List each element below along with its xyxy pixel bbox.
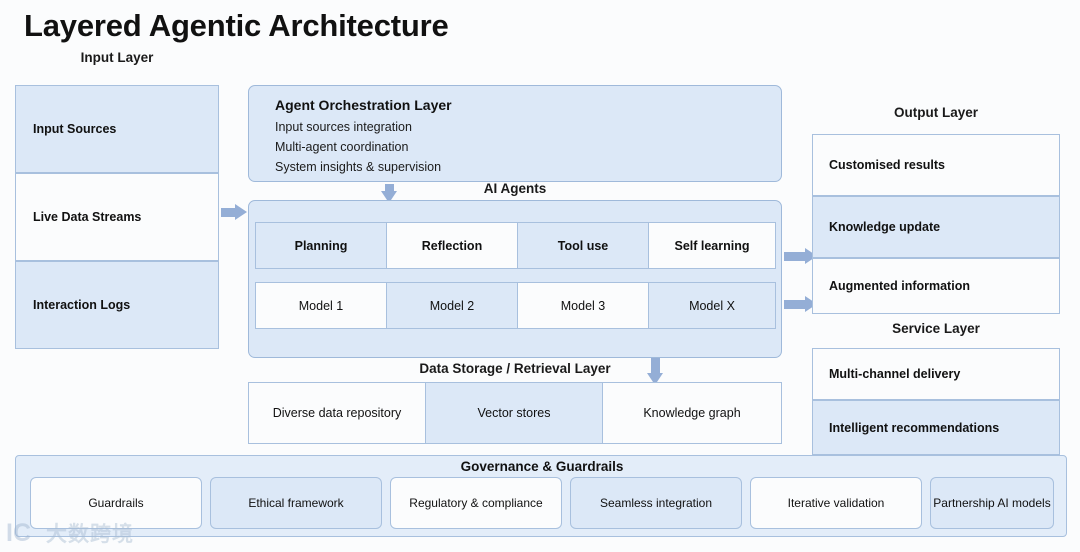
governance-item-iterative-validation[interactable]: Iterative validation [750, 477, 922, 529]
ai-agents-caption: AI Agents [483, 181, 547, 196]
ai-agents-group: Planning Reflection Tool use Self learni… [248, 200, 782, 358]
service-item-multi-channel-delivery[interactable]: Multi-channel delivery [812, 348, 1060, 400]
output-item-customised-results[interactable]: Customised results [812, 134, 1060, 196]
input-item-label: Interaction Logs [33, 298, 131, 312]
input-item-label: Live Data Streams [33, 210, 142, 224]
orchestration-line-2: Multi-agent coordination [275, 140, 409, 154]
service-layer-caption: Service Layer [892, 321, 980, 336]
governance-item-guardrails[interactable]: Guardrails [30, 477, 202, 529]
governance-item-partnership-ai-models[interactable]: Partnership AI models [930, 477, 1054, 529]
agent-capability-planning[interactable]: Planning [255, 222, 387, 269]
output-item-knowledge-update[interactable]: Knowledge update [812, 196, 1060, 258]
agent-model-1[interactable]: Model 1 [255, 282, 387, 329]
arrow-agents-to-output-lower [784, 296, 817, 312]
output-item-label: Augmented information [829, 279, 970, 293]
agent-orchestration-layer-panel[interactable]: Agent Orchestration Layer Input sources … [248, 85, 782, 182]
governance-title: Governance & Guardrails [460, 459, 624, 474]
storage-item-vector-stores[interactable]: Vector stores [425, 382, 603, 444]
input-item-interaction-logs[interactable]: Interaction Logs [15, 261, 219, 349]
input-layer-group: Input Sources Live Data Streams Interact… [15, 85, 219, 349]
arrow-agents-to-output-upper [784, 248, 817, 264]
agent-capability-self-learning[interactable]: Self learning [648, 222, 776, 269]
input-item-input-sources[interactable]: Input Sources [15, 85, 219, 173]
storage-item-knowledge-graph[interactable]: Knowledge graph [602, 382, 782, 444]
service-item-label: Intelligent recommendations [829, 420, 1000, 435]
input-item-label: Input Sources [33, 122, 117, 136]
page-title: Layered Agentic Architecture [24, 8, 449, 43]
output-item-label: Customised results [829, 158, 946, 172]
service-item-label: Multi-channel delivery [829, 367, 961, 381]
orchestration-line-1: Input sources integration [275, 120, 412, 134]
agent-model-x[interactable]: Model X [648, 282, 776, 329]
arrow-input-to-agents [221, 204, 247, 220]
governance-item-regulatory-compliance[interactable]: Regulatory & compliance [390, 477, 562, 529]
data-storage-caption: Data Storage / Retrieval Layer [419, 361, 611, 376]
governance-item-ethical-framework[interactable]: Ethical framework [210, 477, 382, 529]
orchestration-title: Agent Orchestration Layer [275, 97, 452, 113]
orchestration-line-3: System insights & supervision [275, 160, 442, 174]
input-layer-caption: Input Layer [80, 50, 154, 65]
governance-guardrails-panel: Governance & Guardrails Guardrails Ethic… [15, 455, 1067, 537]
agent-model-3[interactable]: Model 3 [517, 282, 649, 329]
output-item-augmented-information[interactable]: Augmented information [812, 258, 1060, 314]
agent-capability-reflection[interactable]: Reflection [386, 222, 518, 269]
governance-item-seamless-integration[interactable]: Seamless integration [570, 477, 742, 529]
agent-capability-tool-use[interactable]: Tool use [517, 222, 649, 269]
input-item-live-data-streams[interactable]: Live Data Streams [15, 173, 219, 261]
output-item-label: Knowledge update [829, 220, 941, 234]
output-layer-caption: Output Layer [893, 105, 978, 120]
storage-item-diverse-data-repository[interactable]: Diverse data repository [248, 382, 426, 444]
agent-model-2[interactable]: Model 2 [386, 282, 518, 329]
service-item-intelligent-recommendations[interactable]: Intelligent recommendations [812, 400, 1060, 455]
